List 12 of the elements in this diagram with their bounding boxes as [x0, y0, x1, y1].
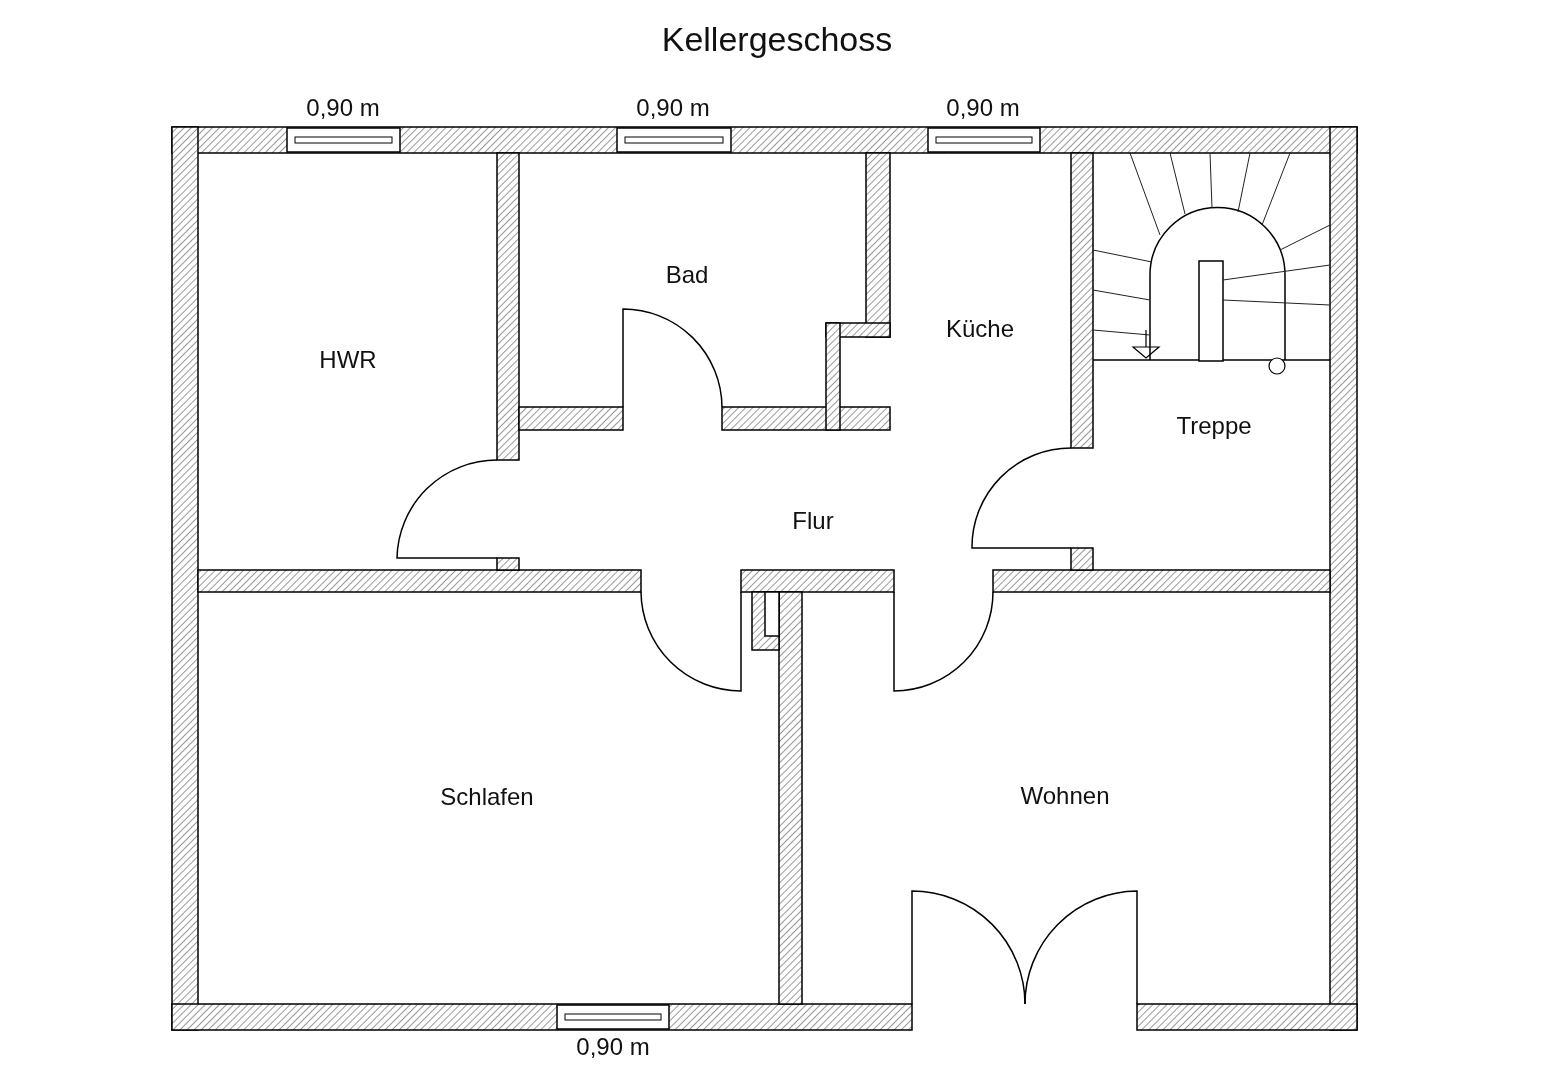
room-label: Flur [792, 507, 834, 535]
dimension-label: 0,90 m [576, 1033, 650, 1061]
room-label: Treppe [1176, 412, 1252, 440]
room-label: HWR [319, 346, 377, 374]
room-label: Küche [945, 315, 1015, 343]
plan-title: Kellergeschoss [660, 20, 894, 59]
dimension-label: 0,90 m [946, 94, 1020, 122]
dimension-label: 0,90 m [306, 94, 380, 122]
room-label: Wohnen [1020, 782, 1110, 810]
dimension-label: 0,90 m [636, 94, 710, 122]
room-label: Bad [665, 261, 709, 289]
room-label: Schlafen [440, 783, 534, 811]
